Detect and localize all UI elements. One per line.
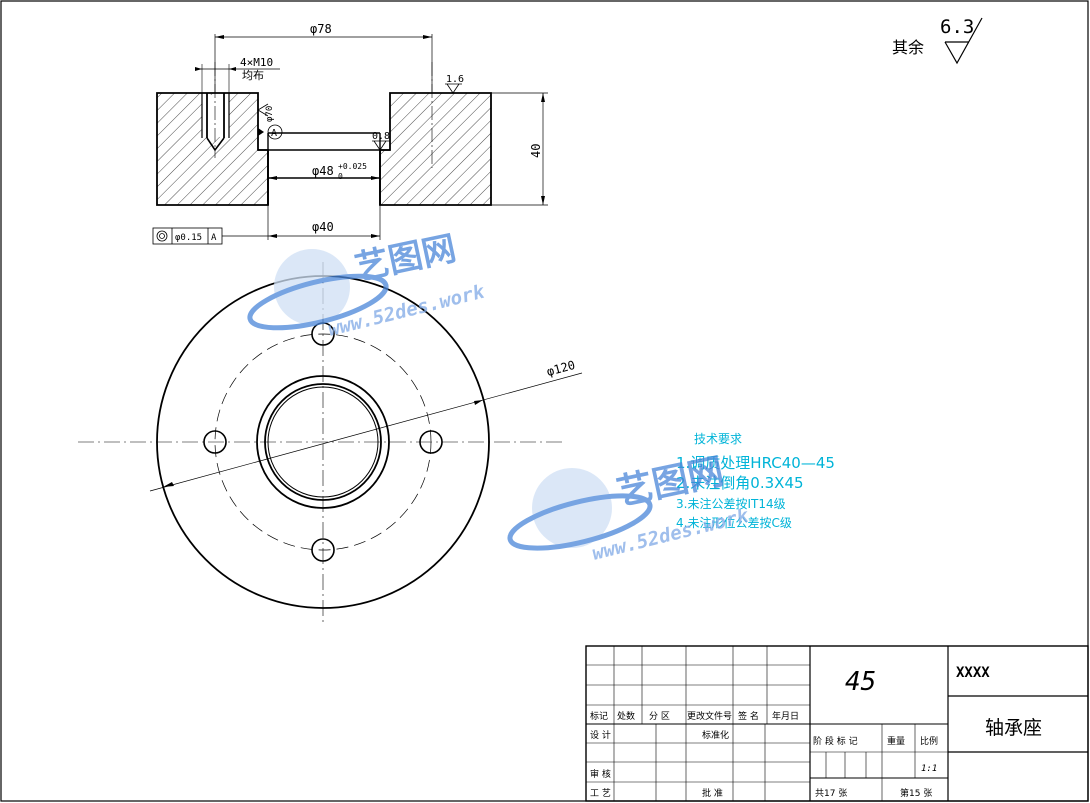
base-dim-label: φ40 — [312, 220, 334, 234]
technical-notes: 技术要求 1.调质处理HRC40—45 2.未注倒角0.3X45 3.未注公差按… — [676, 432, 835, 530]
tb-role-standard: 标准化 — [702, 729, 729, 741]
tb-role-review: 审 核 — [590, 768, 611, 780]
tb-stage-label: 阶 段 标 记 — [813, 735, 858, 747]
roughness-top-label: 1.6 — [446, 74, 464, 85]
small-dim-label: φ70 — [265, 106, 275, 122]
note-line-2: 2.未注倒角0.3X45 — [676, 474, 804, 492]
thread-note: 均布 — [242, 69, 264, 82]
roughness-bore-label: 0.8 — [372, 131, 390, 142]
tb-sheet-no: 第15 张 — [900, 787, 932, 799]
concentricity-icon — [156, 230, 168, 242]
datum-a-label: A — [271, 128, 277, 139]
watermark-logo: 艺图网 — [352, 228, 460, 288]
tb-code: XXXX — [956, 665, 990, 681]
notes-heading: 技术要求 — [694, 432, 742, 446]
tb-header-zone: 分 区 — [649, 711, 670, 722]
bore-tol-upper: +0.025 — [338, 162, 367, 171]
watermark-1: 艺图网 www.52des.work — [247, 228, 488, 341]
tb-role-process: 工 艺 — [590, 788, 611, 799]
surface-label: 其余 — [892, 38, 924, 57]
section-right-solid — [379, 92, 492, 206]
datum-a-icon — [267, 124, 283, 140]
roughness-side-left-icon — [257, 103, 269, 117]
tb-part-name: 轴承座 — [985, 717, 1042, 739]
concentricity-tol: φ0.15 — [175, 233, 202, 243]
tb-sheets-total: 共17 张 — [815, 788, 847, 799]
tb-role-approve: 批 准 — [702, 787, 723, 799]
tb-role-design: 设 计 — [590, 729, 611, 741]
height-dim-label: 40 — [529, 144, 543, 158]
tb-header-count: 处数 — [617, 710, 635, 722]
watermark-globe-icon-2 — [532, 468, 612, 548]
note-line-4: 4.未注形位公差按C级 — [676, 515, 792, 530]
note-line-1: 1.调质处理HRC40—45 — [676, 454, 835, 472]
watermark-globe-icon — [274, 249, 350, 325]
roughness-top-icon — [446, 83, 460, 94]
roughness-bore-icon — [373, 140, 387, 151]
surface-value: 6.3 — [940, 16, 974, 38]
tb-header-sign: 签 名 — [738, 710, 759, 722]
tb-header-mark: 标记 — [590, 710, 608, 722]
tb-weight-label: 重量 — [887, 735, 905, 747]
tb-header-doc: 更改文件号 — [687, 710, 732, 722]
concentricity-datum: A — [211, 233, 217, 243]
tb-scale-label: 比例 — [920, 735, 938, 747]
dim-outer-label: φ78 — [310, 22, 332, 36]
note-line-3: 3.未注公差按IT14级 — [676, 496, 786, 511]
bore-dim-label: φ48 — [312, 164, 334, 178]
surface-roughness-note: 其余 6.3 — [892, 16, 983, 65]
thread-callout: 4×M10 — [240, 56, 273, 69]
roughness-symbol-icon — [944, 17, 983, 65]
title-block — [585, 645, 1089, 802]
bore-tol-lower: 0 — [338, 172, 343, 181]
tb-header-date: 年月日 — [772, 710, 799, 722]
section-view: φ78 4×M10 均布 1.6 φ70 A 0.8 φ48 +0.025 0 — [152, 22, 548, 245]
tb-material: 45 — [845, 667, 876, 697]
title-block-text: 标记 处数 分 区 更改文件号 签 名 年月日 设 计 标准化 审 核 工 艺 … — [590, 665, 1042, 799]
concentricity-frame: φ0.15 A — [152, 227, 268, 245]
tb-scale-value: 1:1 — [921, 764, 937, 774]
